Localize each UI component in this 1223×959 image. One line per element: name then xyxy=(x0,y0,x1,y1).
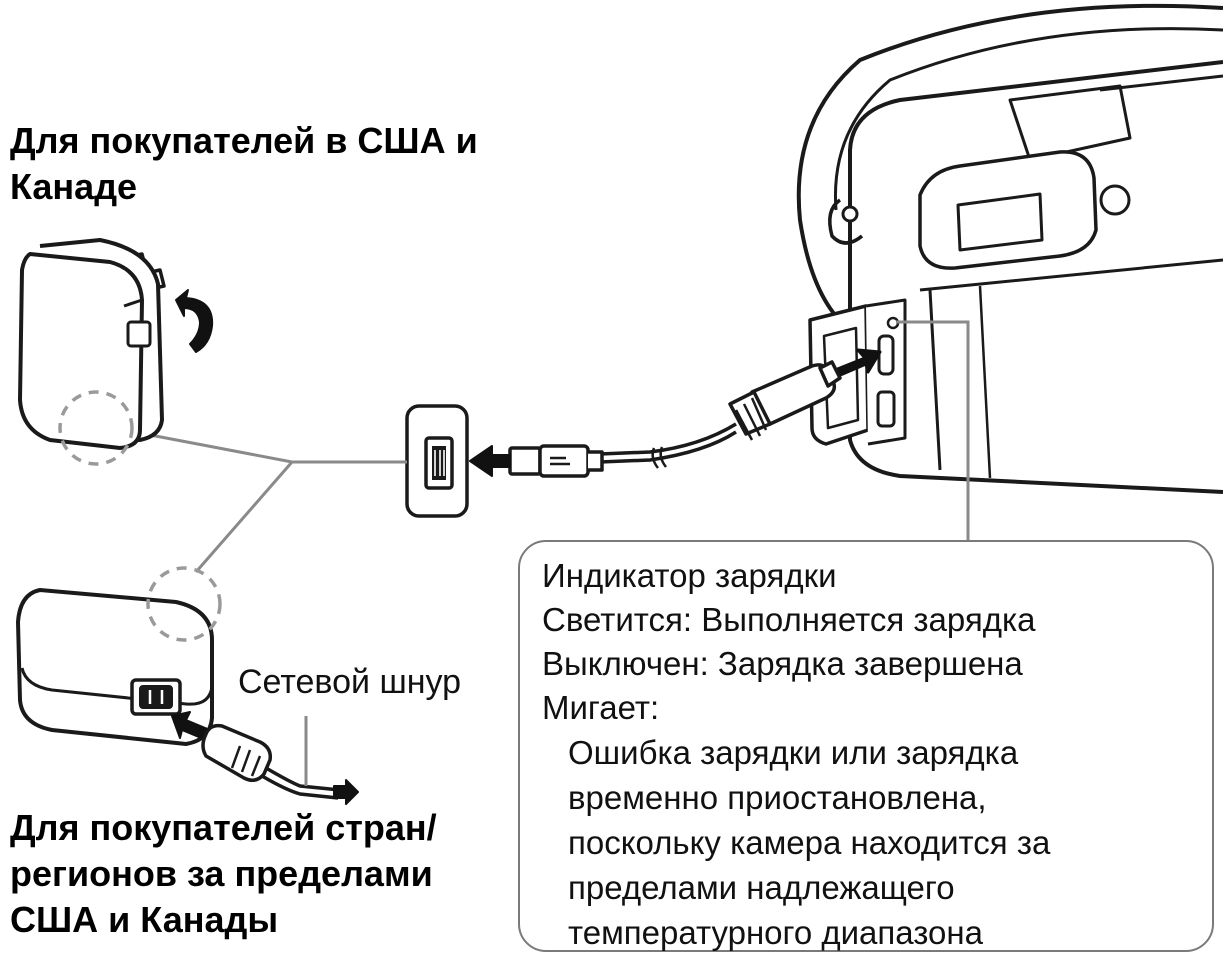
power-cord-label: Сетевой шнур xyxy=(238,663,462,701)
usb-plug-icon xyxy=(508,444,604,478)
indicator-off: Выключен: Зарядка завершена xyxy=(542,645,1023,682)
camera-body xyxy=(796,3,1223,494)
indicator-blinking: Мигает: xyxy=(542,689,660,726)
indicator-lit: Светится: Выполняется зарядка xyxy=(542,601,1036,638)
zoom-leader-lines xyxy=(144,432,407,573)
cord-direction-arrow-icon xyxy=(333,779,359,805)
indicator-title: Индикатор зарядки xyxy=(542,557,837,594)
blinking-detail-line: Ошибка зарядки или зарядка xyxy=(568,734,1019,771)
insert-arrow-icon xyxy=(833,348,882,378)
blinking-detail-line: временно приостановлена, xyxy=(568,779,987,816)
usb-port-zoom xyxy=(405,404,469,518)
blinking-detail-line: пределами надлежащего xyxy=(568,869,955,906)
port-highlight-intl xyxy=(146,566,222,642)
heading-us-canada: Для покупателей в США и Канаде xyxy=(10,120,478,207)
micro-usb-plug xyxy=(728,360,842,441)
power-cord-plug xyxy=(201,723,341,800)
blinking-detail-line: температурного диапазона xyxy=(568,914,983,951)
blinking-detail-line: поскольку камера находится за xyxy=(568,824,1051,861)
ac-adapter-intl xyxy=(16,588,214,746)
rotate-arrow-icon xyxy=(175,289,214,353)
indicator-leader xyxy=(896,320,970,540)
ac-adapter-us xyxy=(18,238,166,450)
plug-in-arrow-icon xyxy=(469,445,511,477)
port-highlight-us xyxy=(58,390,134,466)
charge-indicator-callout: Индикатор зарядки Светится: Выполняется … xyxy=(518,540,1214,952)
heading-other-regions: Для покупателей стран/ регионов за преде… xyxy=(10,807,437,940)
usb-cable xyxy=(599,422,737,469)
